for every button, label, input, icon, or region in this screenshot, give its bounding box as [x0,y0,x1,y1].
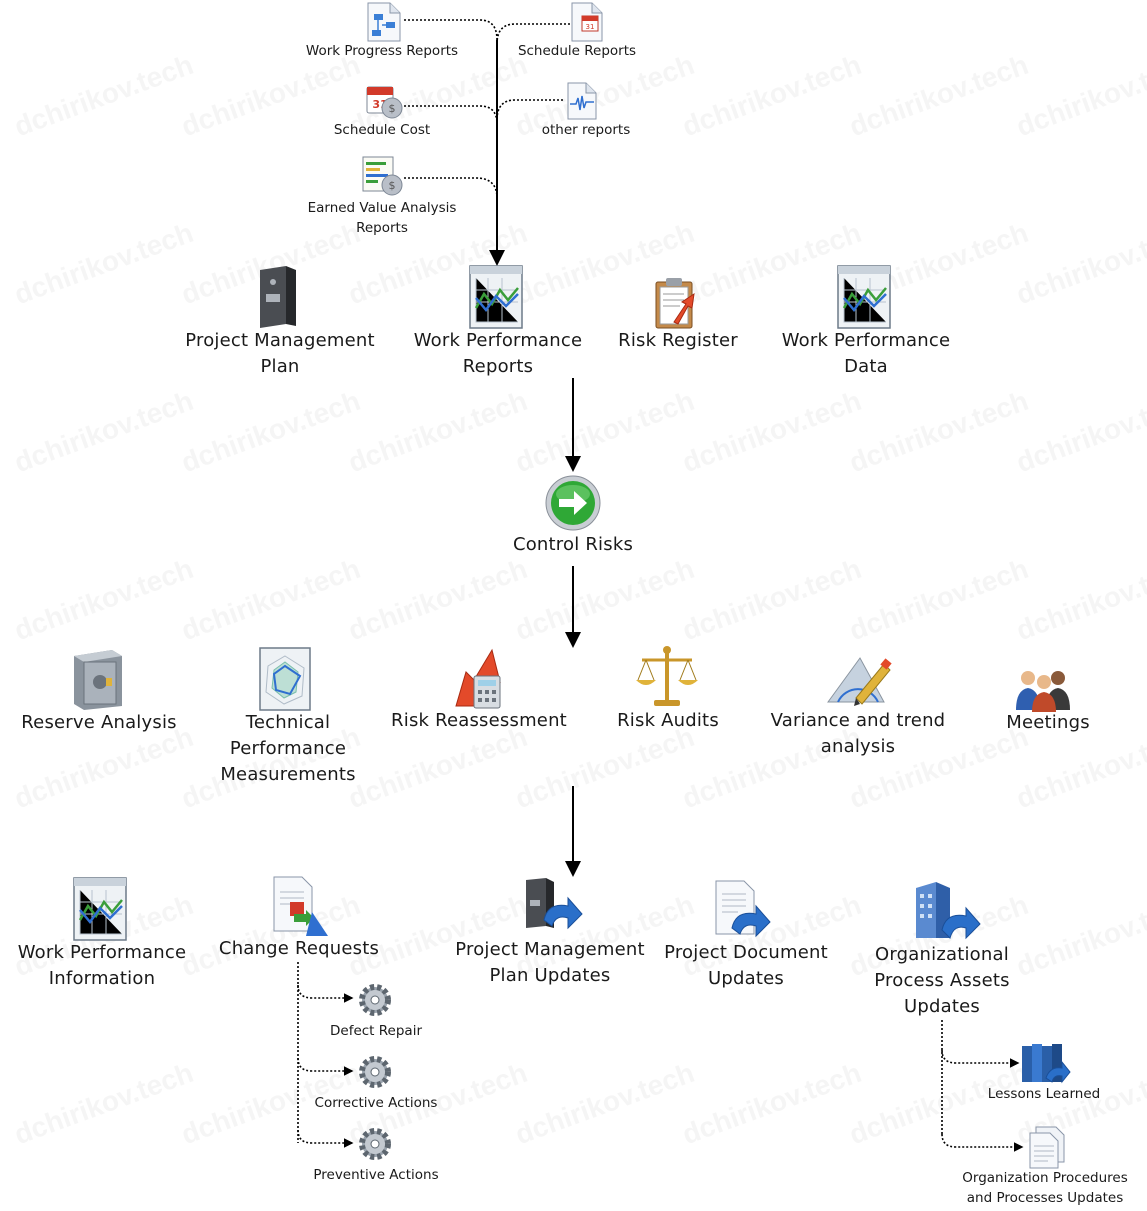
radar-icon [259,647,311,711]
output-label: Project Document Updates [664,942,828,989]
protractor-icon [827,657,892,706]
tool-label: Technical Performance Measurements [220,712,356,785]
gear-icon [359,1128,391,1160]
calculator-arrow-icon [455,648,501,709]
network-report-icon [367,2,401,42]
input-label: Risk Register [618,330,738,351]
waveform-report-icon [567,82,597,120]
green-arrow-icon [545,475,601,531]
process-label: Control Risks [512,534,634,555]
binder-update-icon [526,878,583,930]
opa-update-type-label: Lessons Learned [987,1086,1101,1102]
svg-text:$: $ [389,102,396,115]
calendar-report-icon: 31 [571,2,603,42]
input-label: Work Performance Data [781,330,951,377]
books-icon [1022,1044,1071,1084]
opa-update-type-label: Organization Procedures and Processes Up… [962,1170,1128,1206]
input-report-label: Work Progress Reports [305,43,459,59]
safe-icon [74,650,122,710]
document-update-icon [715,880,771,938]
input-label: Work Performance Reports [413,330,583,377]
output-label: Organizational Process Assets Updates [874,944,1010,1017]
tool-label: Meetings [1006,712,1090,733]
output-label: Project Management Plan Updates [455,939,645,986]
line-chart-icon [837,265,891,329]
gear-icon [359,984,391,1016]
building-update-icon [916,882,981,940]
binder-icon [260,266,296,328]
tool-label: Risk Audits [617,710,719,731]
opa-branch [941,1020,1024,1152]
change-request-branch [297,962,354,1148]
change-request-type-label: Preventive Actions [313,1167,439,1183]
people-icon [1016,671,1070,712]
tool-label: Reserve Analysis [21,712,177,733]
input-report-label: other reports [541,122,631,138]
change-request-type-label: Corrective Actions [314,1095,438,1111]
change-request-type-label: Defect Repair [330,1023,422,1039]
document-change-icon [273,876,328,936]
output-label: Change Requests [218,938,380,959]
input-label: Project Management Plan [185,330,375,377]
documents-icon [1029,1126,1065,1169]
scales-icon [636,646,698,706]
spreadsheet-cost-icon: $ [362,156,403,196]
line-chart-icon [73,877,127,941]
svg-text:$: $ [389,179,396,192]
tool-label: Variance and trend analysis [770,710,946,757]
tool-label: Risk Reassessment [391,710,567,731]
input-report-label: Earned Value Analysis Reports [307,200,457,236]
gear-icon [359,1056,391,1088]
svg-text:31: 31 [586,23,595,31]
calendar-cost-icon: 31 $ [366,86,403,119]
clipboard-icon [655,278,695,329]
line-chart-icon [469,265,523,329]
output-label: Work Performance Information [17,942,187,989]
input-report-label: Schedule Reports [517,43,637,59]
input-report-label: Schedule Cost [333,122,431,138]
